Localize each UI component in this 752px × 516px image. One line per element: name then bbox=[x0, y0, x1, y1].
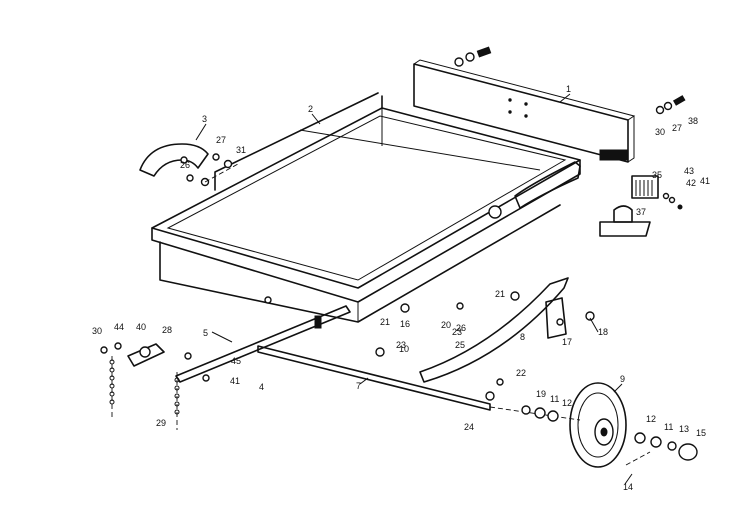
callout-12b: 12 bbox=[646, 414, 656, 424]
callout-20: 20 bbox=[441, 320, 451, 330]
wheel-hardware-inner bbox=[521, 405, 559, 422]
callout-21a: 21 bbox=[380, 317, 390, 327]
callout-24: 24 bbox=[464, 422, 474, 432]
callout-28: 28 bbox=[162, 325, 172, 335]
callout-43: 43 bbox=[684, 166, 694, 176]
callout-7: 7 bbox=[356, 381, 361, 391]
center-hardware bbox=[314, 291, 595, 401]
callout-17: 17 bbox=[562, 337, 572, 347]
callout-41b: 41 bbox=[230, 376, 240, 386]
tailgate-panel bbox=[413, 59, 636, 163]
callout-11a: 11 bbox=[550, 394, 559, 404]
latch-bracket bbox=[599, 205, 651, 237]
callout-5: 5 bbox=[203, 328, 208, 338]
callout-21b: 21 bbox=[495, 289, 505, 299]
callout-26b: 26 bbox=[456, 323, 466, 333]
tailgate-bolt-right bbox=[655, 95, 686, 115]
spring-bracket bbox=[545, 297, 567, 339]
callout-42: 42 bbox=[686, 178, 696, 188]
callout-35: 35 bbox=[652, 170, 662, 180]
fender bbox=[139, 143, 209, 182]
callout-labels: 1 2 3 4 5 7 8 9 10 11 11 12 12 13 14 15 … bbox=[92, 84, 710, 492]
callout-12a: 12 bbox=[562, 398, 572, 408]
callout-31: 31 bbox=[236, 145, 246, 155]
callout-19: 19 bbox=[536, 389, 546, 399]
fender-hardware bbox=[200, 153, 239, 187]
callout-15: 15 bbox=[696, 428, 706, 438]
callout-37: 37 bbox=[636, 207, 646, 217]
callout-41a: 41 bbox=[700, 176, 710, 186]
callout-8: 8 bbox=[520, 332, 525, 342]
dump-bed bbox=[151, 92, 581, 323]
callout-14: 14 bbox=[623, 482, 633, 492]
hitch-coupler bbox=[111, 343, 178, 430]
callout-45: 45 bbox=[231, 356, 241, 366]
wheel-hardware-outer bbox=[625, 432, 698, 466]
axle bbox=[257, 345, 581, 421]
safety-chain-right bbox=[174, 377, 180, 415]
callout-23a: 23 bbox=[452, 327, 462, 337]
callout-13: 13 bbox=[679, 424, 689, 434]
callout-1: 1 bbox=[566, 84, 571, 94]
callout-23b: 23 bbox=[396, 340, 406, 350]
callout-2: 2 bbox=[308, 104, 313, 114]
tongue bbox=[175, 305, 351, 383]
latch-bolts bbox=[662, 192, 683, 210]
callout-40: 40 bbox=[136, 322, 146, 332]
latch-spring bbox=[631, 175, 659, 199]
callout-18: 18 bbox=[598, 327, 608, 337]
callout-29: 29 bbox=[156, 418, 166, 428]
callout-16: 16 bbox=[400, 319, 410, 329]
callout-4: 4 bbox=[259, 382, 264, 392]
callout-22: 22 bbox=[516, 368, 526, 378]
callout-11b: 11 bbox=[664, 422, 673, 432]
wheel bbox=[569, 382, 627, 468]
leaf-spring bbox=[419, 277, 569, 383]
callout-3: 3 bbox=[202, 114, 207, 124]
callout-38: 38 bbox=[688, 116, 698, 126]
callout-27b: 27 bbox=[672, 123, 682, 133]
safety-chain-left bbox=[109, 359, 115, 405]
tailgate-bolt-left bbox=[454, 46, 492, 67]
callout-9: 9 bbox=[620, 374, 625, 384]
callout-25: 25 bbox=[455, 340, 465, 350]
callout-27a: 27 bbox=[216, 135, 226, 145]
hitch-bolts bbox=[100, 342, 210, 382]
leader-lines bbox=[195, 93, 633, 485]
callout-30b: 30 bbox=[655, 127, 665, 137]
callout-26a: 26 bbox=[180, 160, 190, 170]
callout-30a: 30 bbox=[92, 326, 102, 336]
callout-44: 44 bbox=[114, 322, 124, 332]
callout-10: 10 bbox=[399, 344, 409, 354]
